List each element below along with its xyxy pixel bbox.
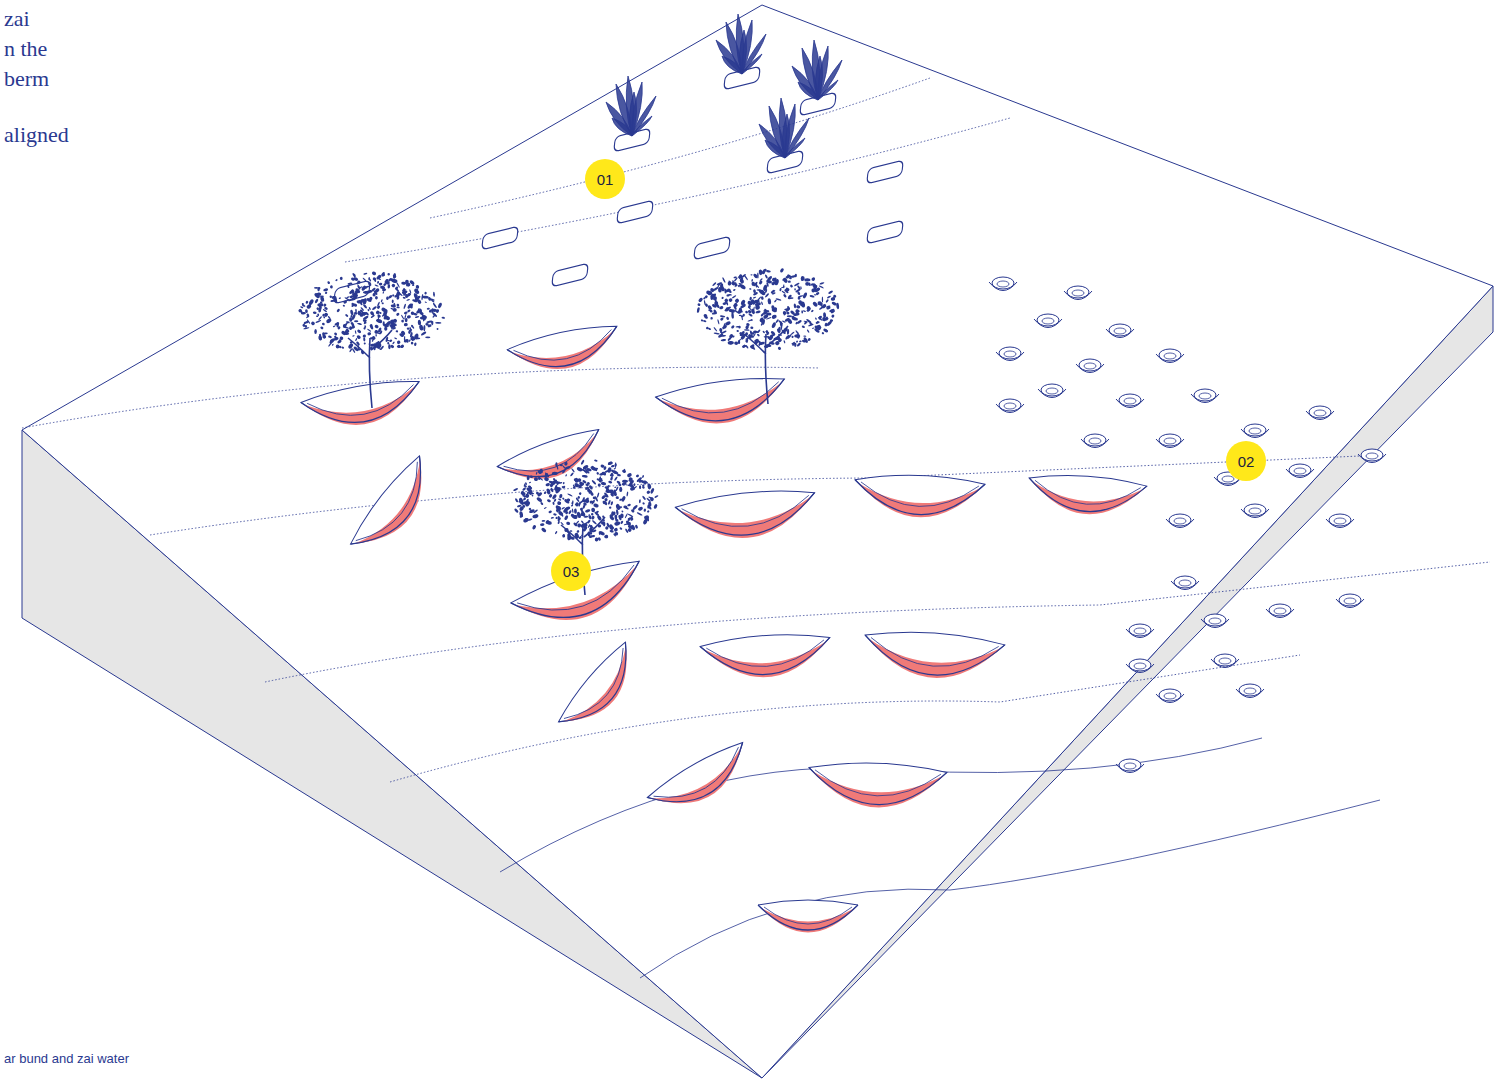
zai-pit [867,160,903,184]
half-moon-bund [506,321,623,380]
half-moon-bund [863,628,1006,683]
zai-hole [1116,759,1144,773]
callout-number: 01 [597,172,614,187]
zai-hole [1306,406,1334,420]
contour-line [640,800,1380,978]
callout-number: 02 [1238,454,1255,469]
side-text: zai [4,8,30,30]
tree-symbol [298,271,445,408]
half-moon-bund [300,376,425,435]
contour-line [345,118,1010,262]
half-moon-bund [655,373,790,432]
side-text: n the [4,38,47,60]
plant-symbol [792,40,842,100]
zai-pit [617,200,653,224]
half-moon-bund [346,452,443,563]
half-moon-bund [645,738,758,824]
zai-hole [1076,359,1104,373]
zai-hole [1081,434,1109,448]
zai-pit [694,236,730,260]
plant-symbol [716,14,766,74]
side-text: aligned [4,124,69,146]
zai-hole [1038,384,1066,398]
zai-hole [1201,614,1229,628]
contour-line [265,562,1490,682]
tree-symbol [513,459,659,595]
zai-pit [482,226,518,250]
zai-hole [1166,514,1194,528]
zai-hole [1241,504,1269,518]
zai-hole [1236,684,1264,698]
callout-circle: 03 [551,551,591,591]
half-moon-bund [758,900,858,933]
zai-hole [1336,594,1364,608]
zai-hole [1126,659,1154,673]
zai-hole [1358,449,1386,463]
contour-line [390,655,1300,782]
zai-hole [1064,286,1092,300]
zai-pit [867,220,903,244]
zai-hole [1286,464,1314,478]
plant-symbol [759,98,809,158]
zai-hole [1156,434,1184,448]
zai-hole [1126,624,1154,638]
zai-hole [1266,604,1294,618]
zai-pit [552,263,588,287]
callout-number: 03 [563,564,580,579]
half-moon-bund [1027,472,1147,518]
contour-line [500,738,1262,872]
zai-hole [989,277,1017,291]
zai-hole [1171,576,1199,590]
zai-hole [1156,349,1184,363]
plant-symbol [606,76,656,136]
contour-line [430,78,930,218]
half-moon-bund [675,486,819,545]
zai-hole [1326,514,1354,528]
figure-caption-text: ar bund and zai water [4,1052,129,1065]
half-moon-bund [555,639,648,740]
zai-hole [1241,424,1269,438]
half-moon-bund [700,631,833,682]
half-moon-bund [495,424,608,494]
tree-symbol [696,268,839,404]
half-moon-bund [808,761,947,810]
callout-circle: 01 [585,159,625,199]
zai-hole [996,399,1024,413]
zai-hole [1211,654,1239,668]
zai-hole [1156,689,1184,703]
zai-hole [1034,314,1062,328]
zai-pit [334,280,370,304]
zai-hole [1191,389,1219,403]
callout-circle: 02 [1226,441,1266,481]
side-text: berm [4,68,49,90]
zai-hole [1106,324,1134,338]
zai-hole [1116,394,1144,408]
slope-surface [22,5,1493,1078]
half-moon-bund [854,473,985,519]
zai-hole [996,347,1024,361]
